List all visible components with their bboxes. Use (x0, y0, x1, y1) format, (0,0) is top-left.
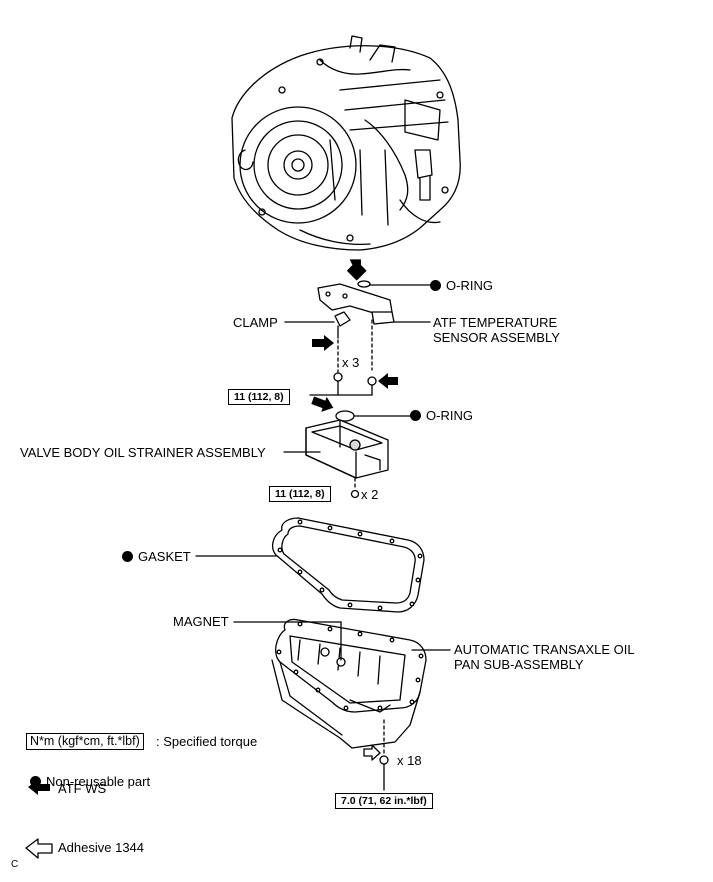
atf-sensor-label: ATF TEMPERATURE SENSOR ASSEMBLY (433, 315, 560, 345)
gasket-part (271, 517, 425, 613)
oil-pan-part (271, 618, 427, 749)
magnet-label: MAGNET (173, 614, 229, 629)
non-reusable-dot-icon (122, 551, 133, 562)
corner-mark: C (11, 859, 19, 870)
atf-ws-arrow-3 (378, 373, 398, 389)
atf-temperature-sensor-part (317, 283, 395, 339)
atf-ws-legend-text: ATF WS (58, 781, 107, 796)
x2-label: x 2 (361, 487, 379, 502)
non-reusable-dot-icon (430, 280, 441, 291)
torque-legend-box: N*m (kgf*cm, ft.*lbf) (26, 733, 144, 750)
torque-box-strainer: 11 (112, 8) (269, 486, 331, 502)
torque-box-sensor: 11 (112, 8) (228, 389, 290, 405)
adhesive-legend-arrow (25, 838, 53, 859)
clamp-label: CLAMP (233, 315, 278, 330)
non-reusable-legend: Non-reusable part (30, 774, 150, 789)
x3-label: x 3 (342, 355, 360, 370)
valve-body-strainer-part (305, 419, 389, 479)
gasket-label: GASKET (122, 549, 191, 564)
atf-ws-arrow-4 (311, 396, 334, 412)
x18-label: x 18 (397, 753, 422, 768)
o-ring-mid-label: O-RING (410, 408, 473, 423)
sensor-bolts-part (333, 319, 377, 396)
non-reusable-dot-icon (30, 776, 41, 787)
strainer-label: VALVE BODY OIL STRAINER ASSEMBLY (20, 445, 266, 460)
transaxle-assembly (231, 35, 461, 251)
adhesive-arrow-pan (363, 744, 381, 761)
o-ring-mid-part (335, 410, 355, 422)
oil-pan-label: AUTOMATIC TRANSAXLE OIL PAN SUB-ASSEMBLY (454, 642, 635, 672)
o-ring-top-label: O-RING (430, 278, 493, 293)
adhesive-legend-text: Adhesive 1344 (58, 840, 145, 855)
o-ring-top-part (357, 280, 371, 288)
torque-box-pan: 7.0 (71, 62 in.*lbf) (335, 793, 433, 809)
atf-ws-arrow-2 (312, 335, 334, 351)
oil-pan-bolt-part (379, 719, 389, 791)
non-reusable-dot-icon (410, 410, 421, 421)
atf-ws-arrow-1 (346, 259, 367, 281)
torque-legend-text: : Specified torque (156, 734, 258, 749)
